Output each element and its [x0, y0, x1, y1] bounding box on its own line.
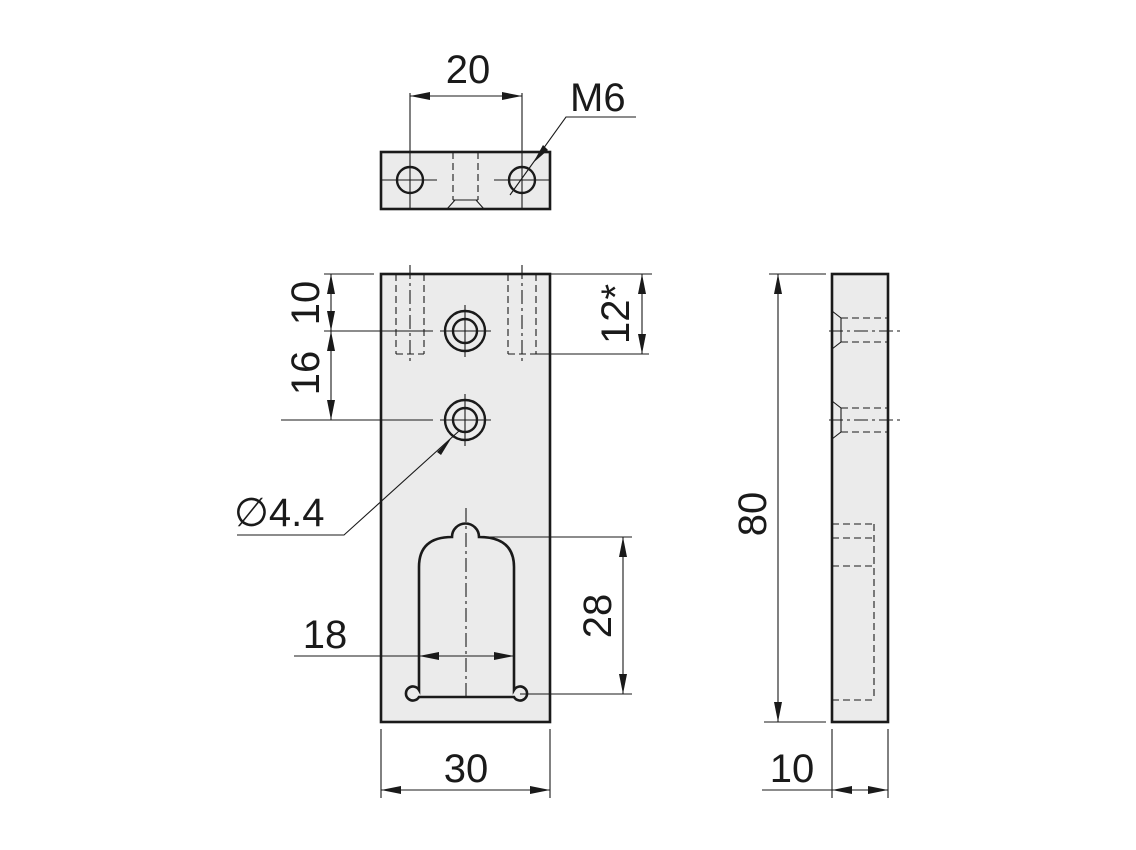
arrowhead: [638, 334, 646, 354]
arrowhead: [530, 786, 550, 794]
arrowhead: [638, 274, 646, 294]
arrowhead: [533, 145, 548, 163]
countersink-edge: [446, 199, 485, 210]
dim-thickness: 10: [770, 747, 815, 791]
arrowhead: [381, 786, 401, 794]
side-view: 80 10: [731, 272, 900, 798]
dim-thread-callout: M6: [570, 76, 626, 120]
m6-leader-line: [509, 116, 636, 196]
arrowhead: [502, 92, 522, 100]
dim-top-to-first-hole: 10: [284, 281, 328, 326]
arrowhead: [437, 437, 452, 455]
dim-slot-width: 18: [303, 613, 348, 657]
arrowhead: [868, 786, 888, 794]
arrowhead: [327, 400, 335, 420]
side-view-outline: [830, 272, 890, 724]
dim-hole-pitch: 16: [284, 351, 328, 396]
arrowhead: [619, 674, 627, 694]
countersink-edge: [831, 310, 842, 350]
arrowhead: [327, 311, 335, 331]
front-view: 10 16 12* ∅4.4 18 28: [234, 265, 652, 798]
dim-overall-width: 30: [444, 747, 489, 791]
arrowhead: [419, 652, 439, 660]
arrowhead: [327, 274, 335, 294]
dim-overall-length: 80: [731, 492, 775, 537]
dim-slot-height: 28: [576, 594, 620, 639]
dim-hole-diameter: ∅4.4: [234, 491, 324, 535]
arrowhead: [832, 786, 852, 794]
dim-hole-spacing: 20: [446, 48, 491, 92]
arrowhead: [494, 652, 514, 660]
arrowhead: [774, 702, 782, 722]
arrowhead: [774, 274, 782, 294]
top-view: 20 M6: [379, 48, 636, 211]
dim-thread-depth: 12*: [594, 284, 638, 344]
keyhole-slot: [404, 522, 529, 702]
arrowhead: [327, 331, 335, 351]
diameter-leader-line: [237, 430, 460, 536]
arrowhead: [619, 537, 627, 557]
arrowhead: [410, 92, 430, 100]
